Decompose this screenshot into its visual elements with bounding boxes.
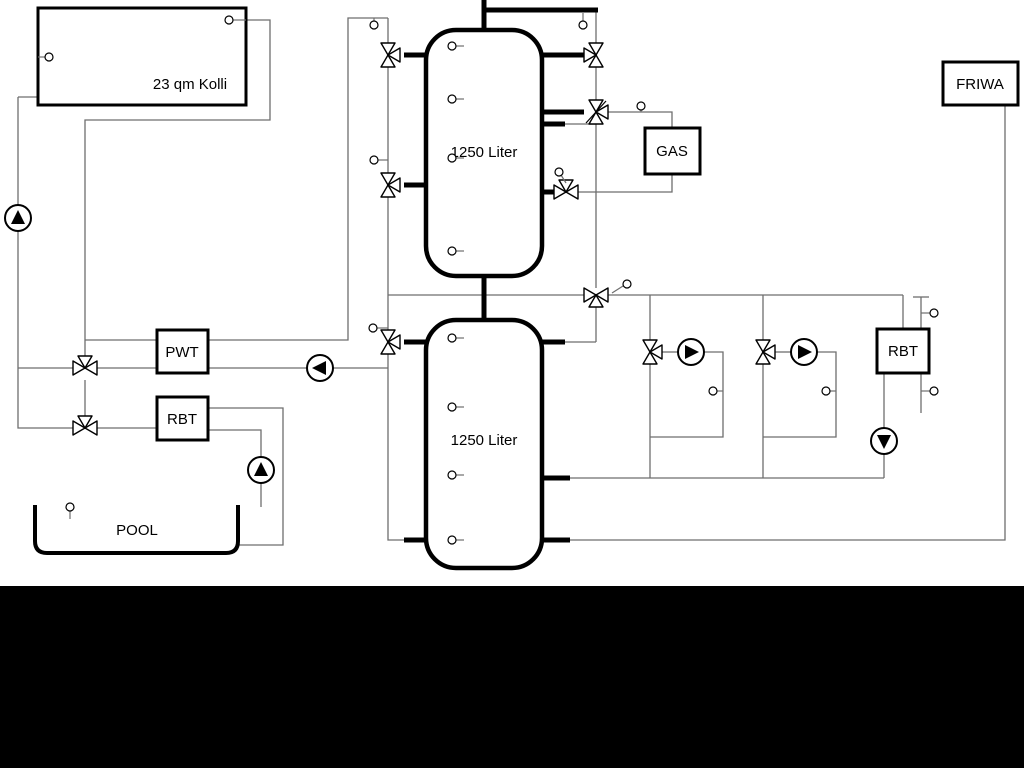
sensor-icon [611, 279, 632, 294]
collector-label: 23 qm Kolli [153, 76, 227, 93]
check-valve-icon [585, 100, 609, 124]
pump-icon [4, 204, 32, 232]
rbt-right-label: RBT [888, 343, 918, 360]
pump-icon [790, 338, 818, 366]
rbt-left-label: RBT [167, 411, 197, 428]
pipes-thin [17, 10, 1006, 546]
sensor-icon [369, 155, 388, 165]
sensor-icon [447, 94, 464, 104]
sensor-icon [578, 13, 588, 30]
sensor-icon [921, 308, 939, 318]
sensor-icon [447, 153, 464, 163]
pump-icon [247, 456, 275, 484]
sensor-icon [447, 333, 464, 343]
buffer-tank-1: 1250 Liter [423, 27, 545, 279]
sensor-icon [447, 470, 464, 480]
tank2-label: 1250 Liter [451, 432, 518, 449]
bottom-black-bar [0, 586, 1024, 768]
pump-icon [306, 354, 334, 382]
pool-shape: POOL [33, 505, 240, 555]
sensor-icon [921, 386, 939, 396]
pump-icon [870, 427, 898, 455]
tank1-label: 1250 Liter [451, 144, 518, 161]
sensor-icon [708, 386, 723, 396]
friwa-label: FRIWA [956, 76, 1004, 93]
pipes-thick [404, 0, 598, 543]
sensor-icon [65, 502, 75, 519]
pump-icon [677, 338, 705, 366]
sensor-icon [369, 18, 379, 30]
sensor-icon [447, 246, 464, 256]
pwt-heat-exchanger-box: PWT [155, 328, 210, 375]
pwt-label: PWT [165, 344, 198, 361]
collector-box: 23 qm Kolli [36, 6, 248, 107]
gas-boiler-box: GAS [643, 126, 702, 176]
sensor-icon [447, 535, 464, 545]
sensor-icon [447, 402, 464, 412]
gas-label: GAS [656, 143, 688, 160]
pool-label: POOL [116, 522, 158, 539]
sensor-icon [447, 41, 464, 51]
sensor-icon [636, 101, 646, 112]
buffer-tank-2: 1250 Liter [423, 317, 545, 571]
rbt-left-box: RBT [155, 395, 210, 442]
rbt-right-box: RBT [875, 327, 931, 375]
friwa-box: FRIWA [941, 60, 1020, 107]
sensor-icon [224, 15, 246, 25]
sensor-icon [38, 52, 54, 62]
sensor-icon [368, 323, 388, 333]
sensor-icon [821, 386, 836, 396]
sensor-icon [554, 167, 567, 184]
